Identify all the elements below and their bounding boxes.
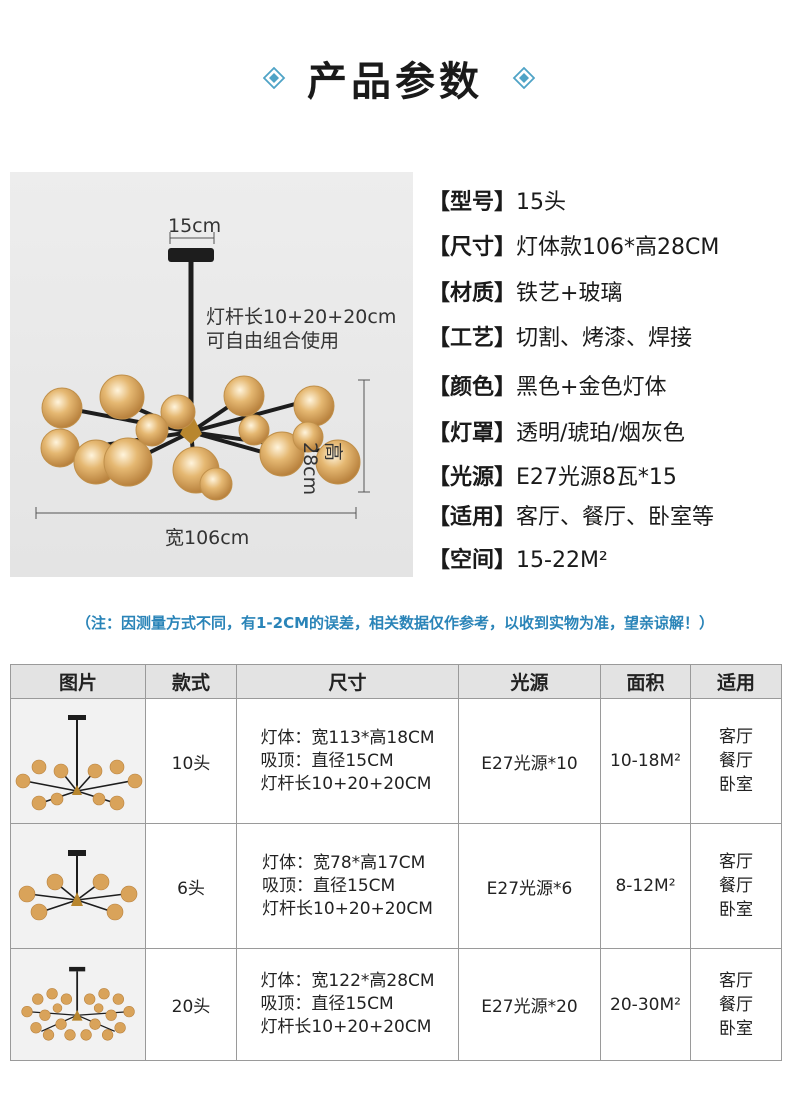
spec-space: 【空间】15-22M²: [428, 548, 608, 573]
rod-length-label: 灯杆长10+20+20cm: [206, 306, 397, 328]
variant-use: 客厅餐厅卧室: [690, 948, 782, 1061]
spec-material: 【材质】铁艺+玻璃: [428, 281, 623, 306]
variant-light: E27光源*20: [458, 948, 601, 1061]
header-use: 适用: [690, 664, 782, 699]
variant-use: 客厅餐厅卧室: [690, 823, 782, 949]
rod-note-label: 可自由组合使用: [206, 330, 340, 352]
variant-thumbnail: [10, 698, 146, 824]
variant-style: 10头: [145, 698, 237, 824]
variant-thumbnail: [10, 823, 146, 949]
variant-area: 8-12M²: [600, 823, 691, 949]
header-style: 款式: [145, 664, 237, 699]
header-area: 面积: [600, 664, 691, 699]
header-light: 光源: [458, 664, 601, 699]
variant-style: 6头: [145, 823, 237, 949]
header-size: 尺寸: [236, 664, 459, 699]
spec-color: 【颜色】黑色+金色灯体: [428, 375, 667, 400]
width-label: 宽106cm: [165, 527, 250, 549]
spec-shade: 【灯罩】透明/琥珀/烟灰色: [428, 421, 685, 446]
table-header-row: 图片 款式 尺寸 光源 面积 适用: [10, 664, 782, 699]
spec-craft: 【工艺】切割、烤漆、焊接: [428, 326, 693, 351]
canopy-width-label: 15cm: [168, 215, 222, 237]
variant-thumbnail: [10, 948, 146, 1061]
variant-style: 20头: [145, 948, 237, 1061]
chandelier-illustration: [35, 232, 370, 519]
variant-use: 客厅餐厅卧室: [690, 698, 782, 824]
height-label: 高28cm: [299, 442, 344, 496]
header-image: 图片: [10, 664, 146, 699]
spec-size: 【尺寸】灯体款106*高28CM: [428, 235, 720, 260]
variant-area: 20-30M²: [600, 948, 691, 1061]
variant-light: E27光源*10: [458, 698, 601, 824]
variant-light: E27光源*6: [458, 823, 601, 949]
measurement-note: （注：因测量方式不同，有1-2CM的误差，相关数据仅作参考，以收到实物为准，望亲…: [75, 614, 715, 632]
product-photo: 15cm 灯杆长10+20+20cm 可自由组合使用 高28cm 宽106cm: [10, 172, 413, 577]
spec-light-source: 【光源】E27光源8瓦*15: [428, 465, 677, 490]
section-title: 产品参数: [0, 48, 790, 108]
spec-application: 【适用】客厅、餐厅、卧室等: [428, 505, 715, 530]
page-title: 产品参数: [307, 59, 483, 105]
variant-area: 10-18M²: [600, 698, 691, 824]
diamond-ornament-icon: [263, 67, 286, 89]
diamond-ornament-icon: [505, 67, 535, 89]
spec-model: 【型号】15头: [428, 190, 567, 215]
